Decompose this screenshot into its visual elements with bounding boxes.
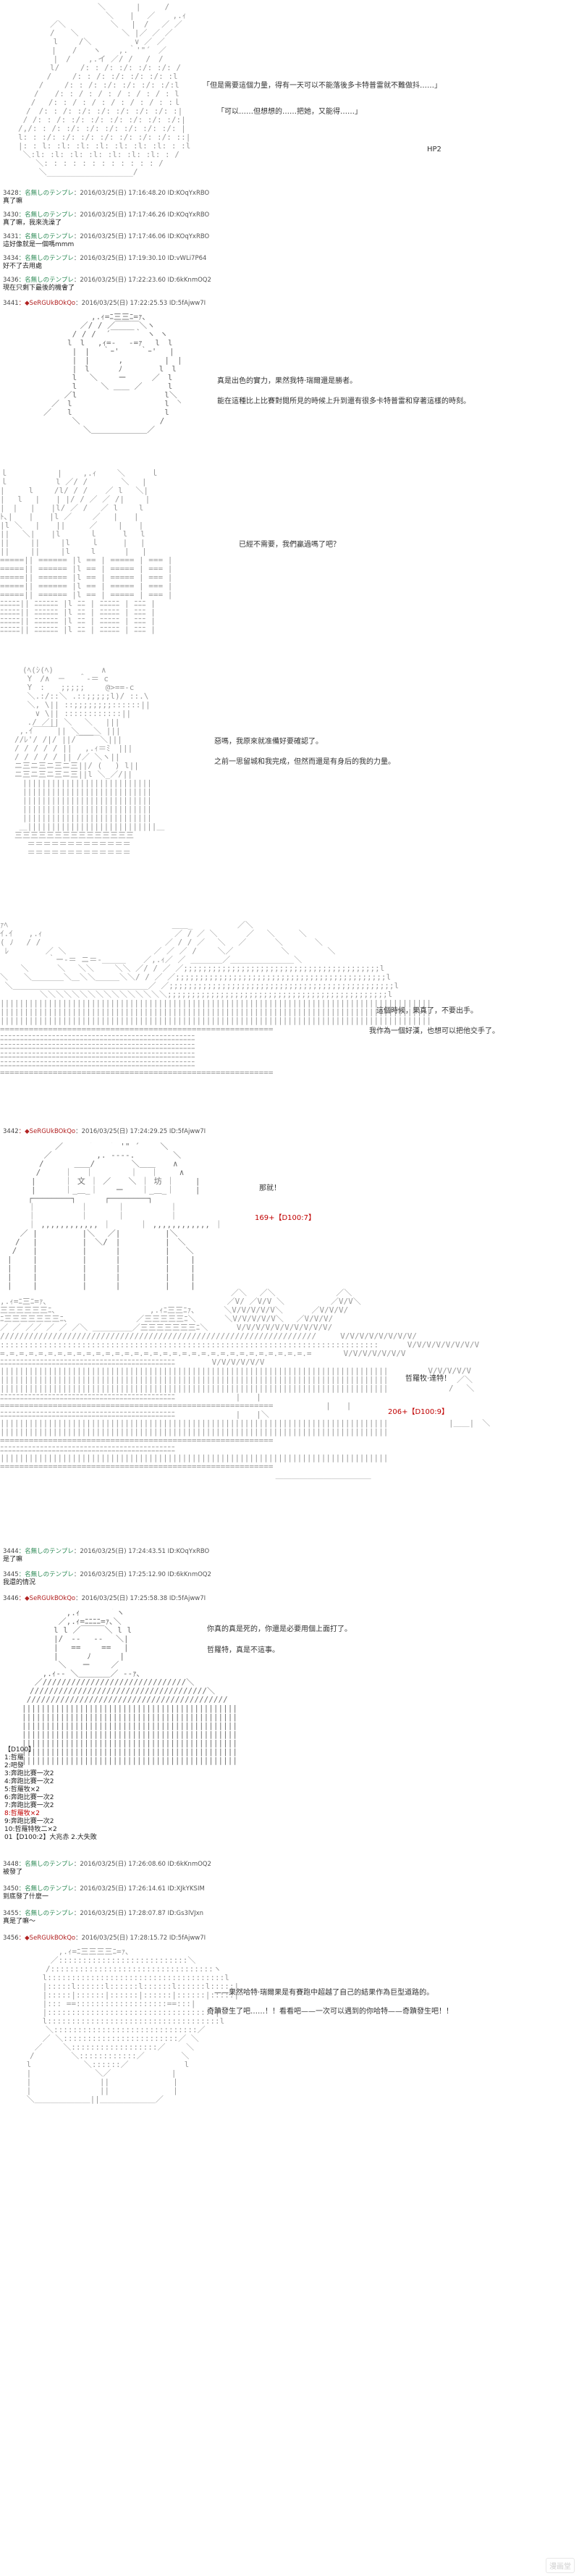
post-body: 被發了: [3, 1869, 23, 1876]
vote-item: 8:哲羅牧×2: [4, 1810, 41, 1817]
op-post-header: 3442：◆SeRGUkBOkQo：2016/03/25(日) 17:24:29…: [3, 1128, 206, 1135]
vote-list: 【D100】 1:哲羅 2:吧發 3:奔跑比賽一次2 4:奔跑比賽一次2 5:哲…: [4, 1746, 97, 1842]
post-body: 好不了去用處: [3, 263, 43, 270]
post-body: 真是了嘛～: [3, 1918, 36, 1925]
vote-item: 5:哲羅牧×2: [4, 1786, 41, 1793]
post-header: 3436：名無しのテンプレ：2016/03/25(日) 17:22:23.60 …: [3, 277, 211, 284]
vote-title: 【D100】: [4, 1746, 35, 1754]
post-header: 3430：名無しのテンプレ：2016/03/25(日) 17:17:46.26 …: [3, 211, 210, 219]
vote-item: 2:吧發: [4, 1762, 24, 1769]
dialogue-a1: 真是出色的實力，果然我特·瑞爾還是勝者。: [217, 377, 358, 385]
post-body: 到底發了什麼一: [3, 1893, 49, 1901]
ascii-art-panel-1: ＼ | / ＼ | ／ ,.ｨ ／＼ ＼ | / ／ ／ / ＼ ＼ |／ ／ …: [17, 3, 191, 177]
op-post-header: 3456：◆SeRGUkBOkQo：2016/03/25(日) 17:28:15…: [3, 1935, 206, 1942]
op-post-header: 3441：◆SeRGUkBOkQo：2016/03/25(日) 17:22:25…: [3, 300, 206, 307]
vote-item: 6:奔跑比賽一次2: [4, 1794, 54, 1801]
dialogue-d2: 我作為一個好漢，也想可以把他交手了。: [369, 1027, 499, 1035]
post-header: 3431：名無しのテンプレ：2016/03/25(日) 17:17:46.06 …: [3, 233, 210, 240]
ascii-art-scene-h: ,.ｨ=ﾆ三三三三ﾆ=ｧ､ ／:::::::::::::::::::::::::…: [26, 1948, 239, 2104]
dialogue-d1: 這個時候，果真了，不要出手。: [376, 1007, 478, 1015]
post-header: 3445：名無しのテンプレ：2016/03/25(日) 17:25:12.90 …: [3, 1571, 211, 1578]
vote-result: 01【D100:2】大兆赤 2.大失敗: [4, 1834, 97, 1841]
ascii-art-scene-c: (ﾍ(ｼ(ﾍ) ∧ Y /∧ － ＾-＝ c Y : ;;;;; @>==-c …: [14, 666, 165, 857]
post-body: 真了嘛，我來洗澡了: [3, 219, 62, 227]
post-body: 是了嘛: [3, 1556, 23, 1563]
panel1-line1: 「但是需要這個力量，得有一天可以不能落後多卡特普雷就不難做抖……」: [203, 82, 441, 90]
post-header: 3428：名無しのテンプレ：2016/03/25(日) 17:16:48.20 …: [3, 190, 210, 197]
dialogue-c2: 之前一思留城和我完成，但然而還是有身后的我的力量。: [214, 758, 395, 766]
dialogue-a2: 能在這種比上比賽對閱所見的時候上升到還有很多卡特普雷和穿著這樣的時刻。: [217, 397, 470, 405]
ascii-art-face: ,.ｨ=ﾆ三三ﾆ=ｧ､ ／/ / ／￣￣￣＼ヽ / / / ´￣￣￣｀ ヽ ヽ …: [43, 313, 181, 434]
post-header: 3444：名無しのテンプレ：2016/03/25(日) 17:24:43.51 …: [3, 1548, 210, 1555]
post-body: 現在只剩下最後的機會了: [3, 285, 75, 292]
post-header: 3450：名無しのテンプレ：2016/03/25(日) 17:26:14.61 …: [3, 1885, 205, 1893]
ascii-art-scene-d: ｧﾍ ＿＿_ ／＼ ｲ.ｲ ,.ｨ ／ / ／ ＼ ／ ＼ ＼ ( ﾉ / / …: [0, 921, 432, 1077]
vote-item: 7:奔跑比賽一次2: [4, 1802, 54, 1809]
post-body: 我還的情況: [3, 1579, 36, 1586]
post-header: 3448：名無しのテンプレ：2016/03/25(日) 17:26:08.60 …: [3, 1861, 211, 1868]
dialogue-g2: 哲羅特，真是不這事。: [207, 1646, 279, 1654]
dialogue-e1: 那就！: [259, 1184, 281, 1192]
post-body: 真了嘛: [3, 198, 23, 205]
vote-item: 3:奔跑比賽一次2: [4, 1770, 54, 1777]
vote-item: 10:哲羅特牧二×2: [4, 1826, 57, 1833]
watermark-logo: 漫画堂: [546, 2558, 575, 2573]
dice-e: 169+【D100:7】: [255, 1214, 316, 1222]
dialogue-b1: 已經不需要，我們贏過嗎了吧？: [239, 541, 340, 549]
ascii-art-scene-b: ｌ | ,.ｨ ＼ ｌ ｌ l ／/ / ＼ | | l /l/ / / ／ l…: [0, 469, 173, 634]
post-body: 這好像就是一個嗎mmm: [3, 241, 75, 248]
dialogue-f1: 哲羅牧·達特！: [405, 1375, 452, 1383]
dialogue-c1: 惡嗎，我原來就准備好要確認了。: [214, 738, 323, 746]
panel1-hp: HP2: [427, 146, 441, 153]
dice-f: 206+【D100:9】: [388, 1408, 449, 1416]
vote-item: 1:哲羅: [4, 1754, 24, 1761]
panel1-line2: 「可以……但想想的……把她，又能得……」: [217, 108, 362, 116]
post-header: 3434：名無しのテンプレ：2016/03/25(日) 17:19:30.10 …: [3, 255, 207, 262]
dialogue-h2: 奇蹟發生了吧……！！看看吧——一次可以遇到的你哈特——奇蹟發生吧！！: [207, 2008, 453, 2016]
vote-item: 9:奔跑比賽一次2: [4, 1818, 54, 1825]
dialogue-g1: 你真的真是死的，你還是必要用個上面打了。: [207, 1625, 352, 1633]
ascii-art-scene-e: ／ ｀ ｀ '" ´ ＼ ／ ,. ‐-‐-. ＼ / ＿＿/ ＼＿＿ ∧ / …: [7, 1142, 223, 1290]
dialogue-h1: ——果然哈特·瑞爾果是有賽跑中超越了自己的結果作為巨型道路的。: [214, 1989, 434, 1997]
post-header: 3455：名無しのテンプレ：2016/03/25(日) 17:28:07.87 …: [3, 1910, 204, 1917]
vote-item: 4:奔跑比賽一次2: [4, 1778, 54, 1785]
op-post-header: 3446：◆SeRGUkBOkQo：2016/03/25(日) 17:25:58…: [3, 1595, 206, 1602]
